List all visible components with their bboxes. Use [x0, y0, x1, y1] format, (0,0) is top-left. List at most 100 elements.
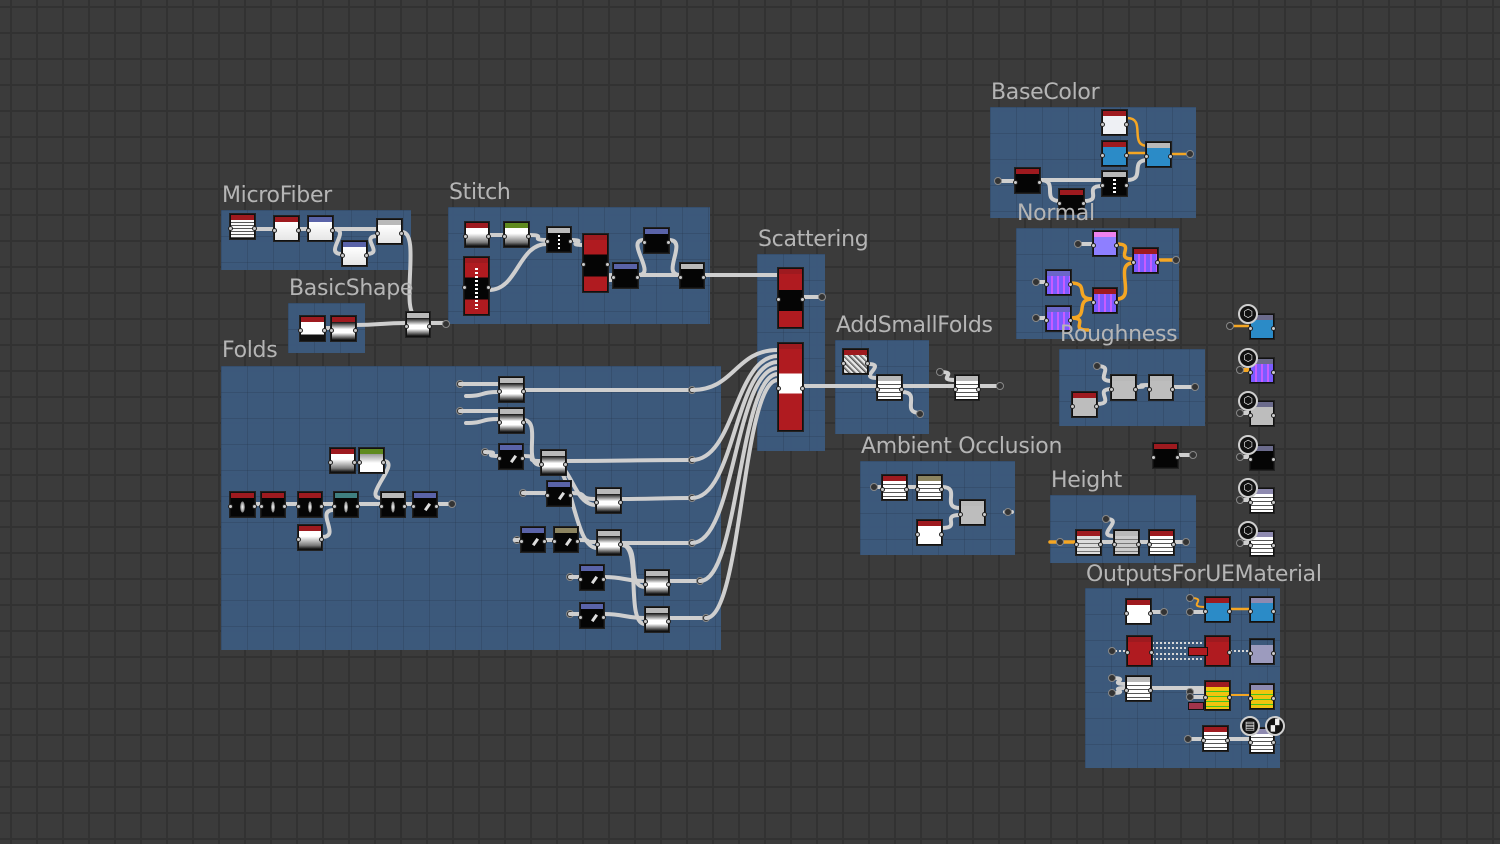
output-pin[interactable] — [353, 327, 358, 333]
basicshape-blend-node[interactable] — [404, 312, 432, 337]
folds-blend-node-c[interactable] — [539, 450, 568, 475]
io-socket[interactable] — [1236, 409, 1244, 417]
io-socket[interactable] — [1226, 322, 1234, 330]
input-pin[interactable] — [296, 503, 301, 509]
connection-wire[interactable] — [1189, 597, 1206, 608]
output-pin[interactable] — [982, 511, 987, 517]
cube-icon[interactable]: ⬡ — [1238, 521, 1258, 541]
output-pin[interactable] — [521, 388, 526, 394]
connection-wire[interactable] — [1110, 686, 1128, 695]
connection-wire[interactable] — [602, 575, 647, 583]
output-pin[interactable] — [1124, 182, 1129, 188]
output-pin[interactable] — [381, 459, 386, 465]
input-pin[interactable] — [1147, 386, 1152, 392]
connection-wire[interactable] — [1095, 387, 1114, 406]
output-pin[interactable] — [1114, 299, 1119, 305]
normal-blend-node-b[interactable] — [1131, 248, 1160, 273]
connection-wire[interactable] — [564, 458, 694, 463]
stitch-tile-sampler-node[interactable] — [581, 234, 610, 292]
input-pin[interactable] — [678, 274, 683, 280]
input-pin[interactable] — [578, 614, 583, 620]
output-pin[interactable] — [601, 576, 606, 582]
addsmallfolds-blend-node[interactable] — [875, 375, 904, 400]
folds-shape-node-3[interactable] — [296, 492, 324, 517]
input-pin[interactable] — [1125, 650, 1130, 655]
input-pin[interactable] — [298, 327, 303, 333]
output-pin[interactable] — [434, 503, 439, 509]
input-pin[interactable] — [228, 503, 233, 509]
stitch-transform-node[interactable] — [611, 263, 640, 288]
io-socket[interactable] — [1032, 278, 1040, 286]
input-pin[interactable] — [1248, 369, 1253, 375]
output-pin[interactable] — [1148, 687, 1153, 693]
io-socket[interactable] — [1108, 674, 1116, 682]
input-pin[interactable] — [1248, 456, 1253, 462]
input-pin[interactable] — [1248, 739, 1253, 745]
input-pin[interactable] — [375, 230, 380, 236]
connection-wire[interactable] — [1038, 178, 1062, 203]
connection-wire[interactable] — [1125, 116, 1150, 148]
io-socket[interactable] — [1191, 383, 1199, 391]
output-pin[interactable] — [1271, 542, 1276, 548]
microfiber-warp-node[interactable] — [340, 241, 369, 266]
folds-blend-node-b[interactable] — [497, 408, 526, 433]
output-pin[interactable] — [402, 503, 407, 509]
input-pin[interactable] — [1201, 737, 1206, 743]
roughness-blend-node[interactable] — [1109, 375, 1138, 400]
output-pin[interactable] — [1124, 121, 1129, 127]
output-pin[interactable] — [252, 503, 257, 509]
output-pin[interactable] — [399, 230, 404, 236]
input-pin[interactable] — [1248, 608, 1253, 614]
folds-shape-node-2[interactable] — [259, 492, 287, 517]
ue-height-blend-node[interactable] — [1124, 676, 1153, 701]
output-pin[interactable] — [252, 225, 257, 231]
output-pin[interactable] — [1170, 386, 1175, 392]
folds-directional-warp-node[interactable] — [411, 492, 439, 517]
input-pin[interactable] — [1248, 325, 1253, 331]
connection-wire[interactable] — [320, 508, 336, 539]
frame-normal[interactable] — [1016, 228, 1179, 339]
connection-wire[interactable] — [464, 417, 501, 425]
output-pin[interactable] — [976, 386, 981, 392]
input-pin[interactable] — [776, 297, 781, 302]
input-pin[interactable] — [332, 503, 337, 509]
connection-wire[interactable] — [483, 450, 501, 458]
io-socket[interactable] — [1186, 594, 1194, 602]
folds-blend-node-e[interactable] — [595, 530, 623, 555]
output-pin[interactable] — [1227, 608, 1232, 614]
microfiber-blend-node[interactable] — [375, 219, 404, 244]
connection-wire[interactable] — [940, 513, 962, 530]
output-pin[interactable] — [1094, 403, 1099, 409]
output-pin[interactable] — [1227, 694, 1232, 700]
input-pin[interactable] — [497, 388, 502, 394]
io-socket[interactable] — [448, 500, 456, 508]
connection-wire[interactable] — [364, 234, 380, 256]
frame-title-normal[interactable]: Normal — [1017, 201, 1095, 226]
input-pin[interactable] — [340, 252, 345, 258]
output-pin[interactable] — [1271, 695, 1276, 701]
frame-title-microfiber[interactable]: MicroFiber — [222, 183, 332, 208]
output-pin[interactable] — [618, 541, 623, 547]
connection-wire[interactable] — [690, 360, 780, 500]
connection-wire[interactable] — [690, 354, 780, 462]
input-pin[interactable] — [875, 386, 880, 392]
frame-title-ambientocclusion[interactable]: Ambient Occlusion — [861, 434, 1063, 459]
folds-mask-node-b[interactable] — [545, 481, 573, 506]
io-socket[interactable] — [1056, 538, 1064, 546]
output-pin[interactable] — [1068, 281, 1073, 287]
output-pin[interactable] — [1271, 456, 1276, 462]
frame-title-basecolor[interactable]: BaseColor — [991, 80, 1100, 105]
output-pin[interactable] — [520, 455, 525, 461]
io-socket[interactable] — [1236, 453, 1244, 461]
output-pin[interactable] — [1271, 412, 1276, 418]
mini-red-node[interactable] — [1188, 647, 1208, 656]
output-pin[interactable] — [563, 461, 568, 467]
io-socket[interactable] — [996, 382, 1004, 390]
stitch-gradient-node[interactable] — [463, 222, 491, 247]
folds-levels-node[interactable] — [296, 525, 324, 550]
input-pin[interactable] — [502, 233, 507, 239]
connection-wire[interactable] — [1115, 242, 1135, 261]
microfiber-pattern-node[interactable] — [228, 214, 257, 239]
frame-title-basicshape[interactable]: BasicShape — [289, 276, 414, 301]
ao-blend-node[interactable] — [958, 500, 987, 525]
